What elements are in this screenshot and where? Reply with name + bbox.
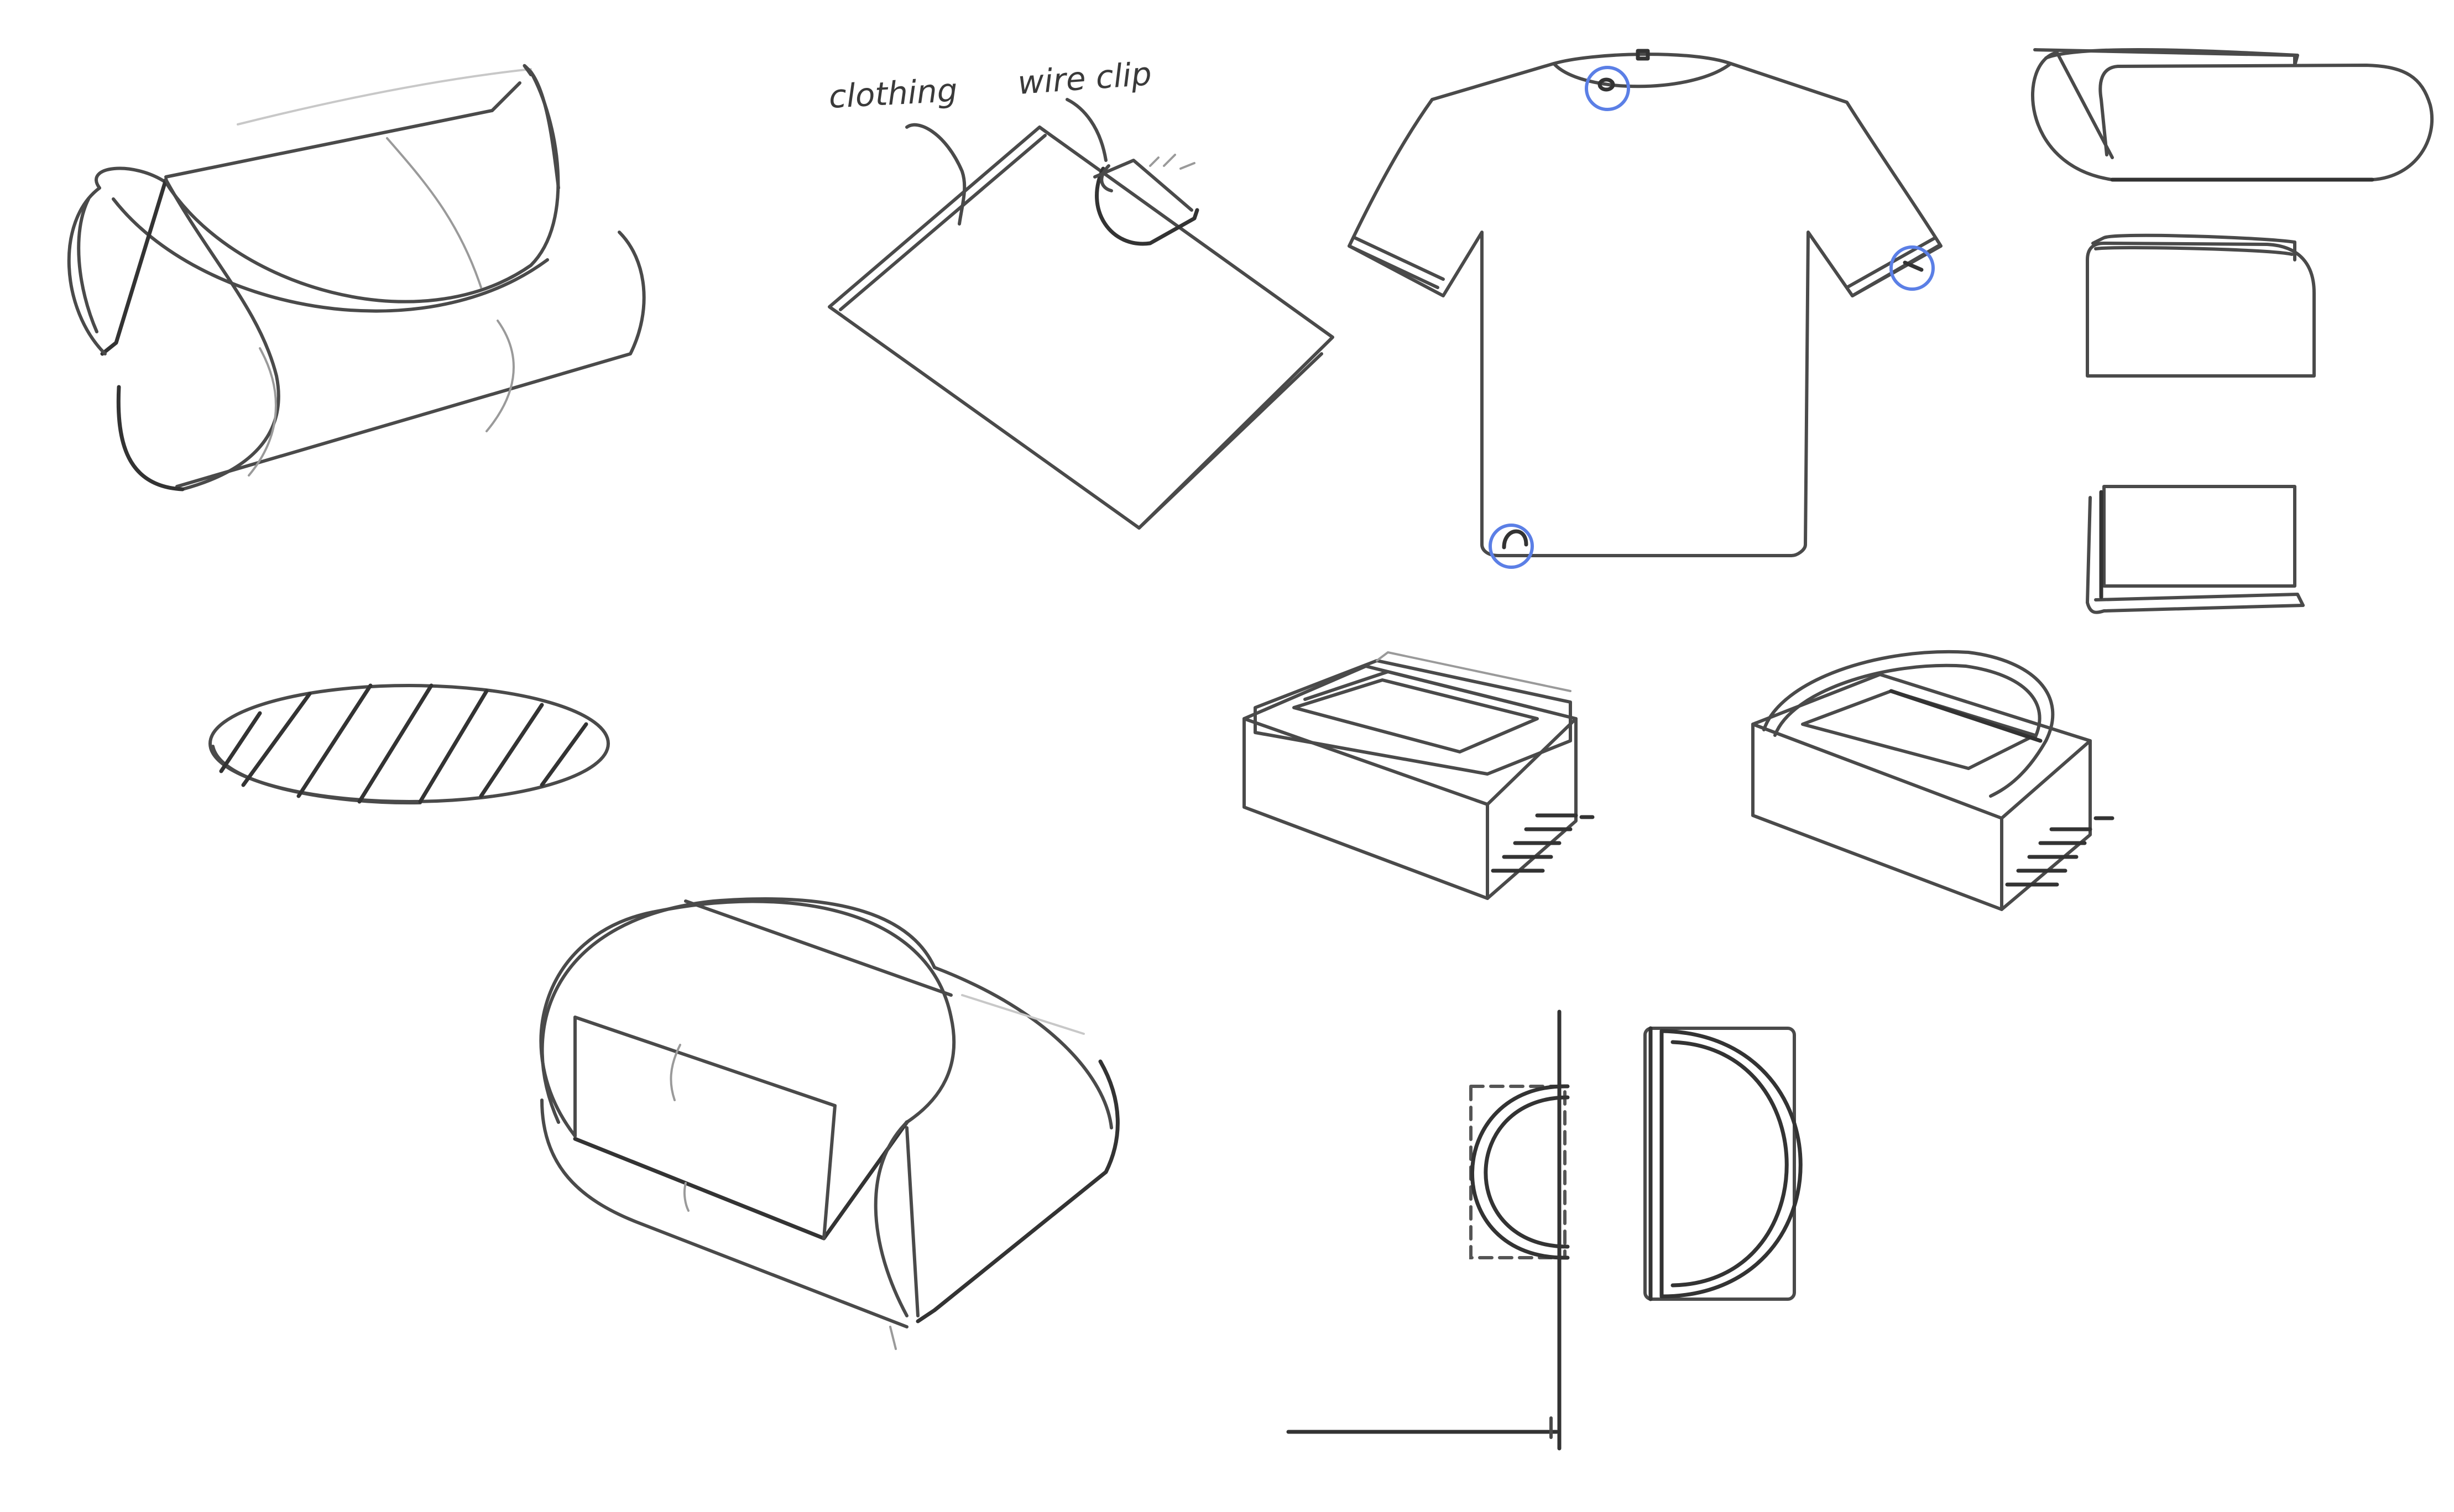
block-with-flat-clip: [1242, 651, 1595, 900]
clip-position-hem: [1489, 524, 1534, 569]
clip-position-collar: [1585, 66, 1630, 111]
block-with-arched-clip: [1751, 650, 2114, 911]
hatched-ellipse-section: [208, 683, 610, 805]
clip-side-profile-a: [2031, 48, 2434, 182]
clothing-label: clothing: [828, 71, 958, 116]
clip-perspective-bottom: [539, 897, 1120, 1350]
clip-side-profile-b: [2086, 233, 2316, 378]
clip-side-profile-c: [2086, 485, 2305, 614]
tshirt-clip-positions: [1348, 49, 1943, 569]
wall-mount-half-round: [1286, 1009, 1570, 1451]
fabric-with-clip: [828, 98, 1334, 530]
clip-perspective-top-left: [67, 64, 646, 491]
half-round-clip-front: [1643, 1026, 1803, 1301]
wire-clip-label: wire clip: [1016, 55, 1153, 102]
clip-position-sleeve: [1889, 245, 1935, 291]
